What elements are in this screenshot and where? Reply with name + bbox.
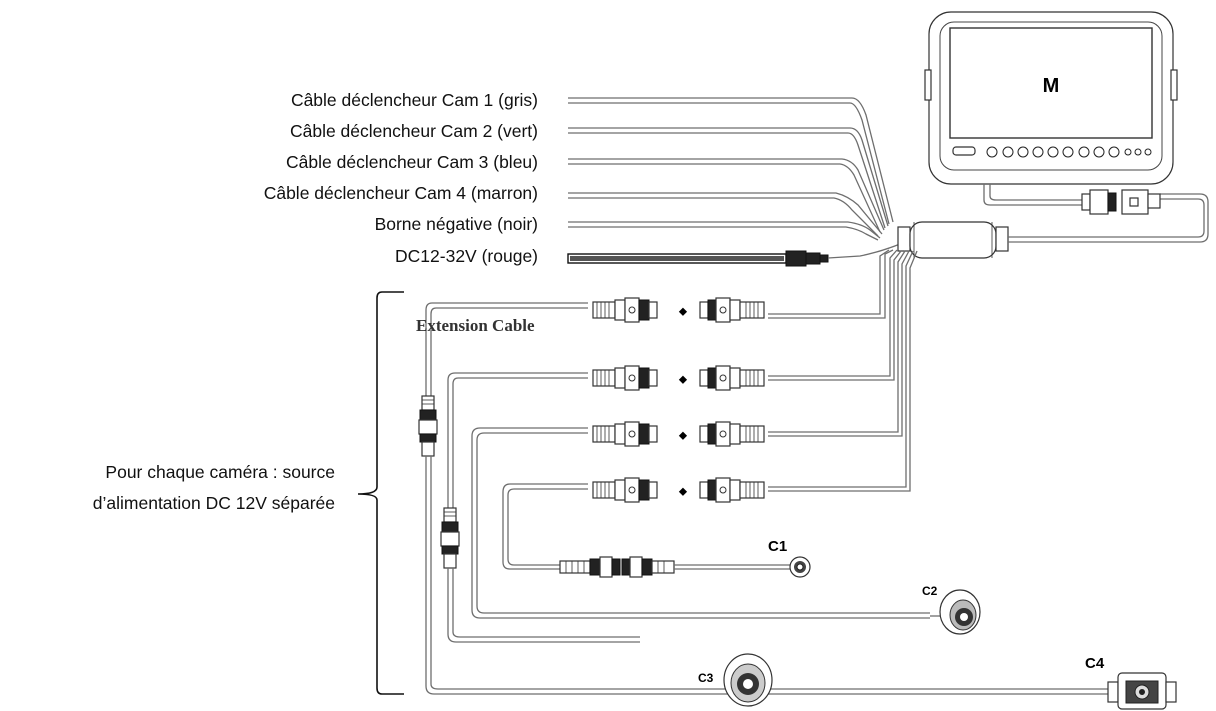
monitor-buttons (986, 146, 1152, 158)
label-trigger-cam3: Câble déclencheur Cam 3 (bleu) (286, 152, 538, 172)
c1-inline-connector (559, 556, 790, 578)
power-connectors (418, 395, 1112, 695)
camera-c1: C1 (768, 538, 811, 578)
camera-c4: C4 (1085, 655, 1177, 710)
monitor-label: M (1043, 75, 1060, 97)
svg-text:⬥: ⬥ (679, 304, 688, 318)
monitor: M (924, 11, 1178, 215)
connector-row-2: ⬥ (447, 365, 765, 508)
trigger-wires (568, 97, 894, 241)
connector-row-3: ⬥ (471, 421, 930, 619)
camera-c2: C2 (922, 584, 981, 635)
label-trigger-cam4: Câble déclencheur Cam 4 (marron) (264, 183, 538, 203)
label-negative: Borne négative (noir) (375, 214, 538, 234)
power-note: Pour chaque caméra : source d’alimentati… (93, 462, 335, 513)
connector-row-1: ⬥ (425, 297, 765, 396)
power-note-line2: d’alimentation DC 12V séparée (93, 493, 335, 513)
label-power: DC12-32V (rouge) (395, 246, 538, 266)
camera-c1-label: C1 (768, 538, 787, 555)
extension-cable-label: Extension Cable (416, 316, 535, 335)
branch-wires (768, 249, 918, 492)
svg-text:⬥: ⬥ (679, 428, 688, 442)
power-note-line1: Pour chaque caméra : source (105, 462, 335, 482)
trigger-labels: Câble déclencheur Cam 1 (gris) Câble déc… (264, 90, 538, 266)
bracket (357, 291, 404, 695)
label-trigger-cam2: Câble déclencheur Cam 2 (vert) (290, 121, 538, 141)
monitor-cable (1008, 198, 1205, 238)
camera-c4-label: C4 (1085, 655, 1105, 672)
connector-row-4: ⬥ (502, 477, 765, 570)
svg-text:⬥: ⬥ (679, 372, 688, 386)
svg-text:⬥: ⬥ (679, 484, 688, 498)
power-cable (567, 243, 901, 267)
camera-c3: C3 (698, 653, 773, 707)
junction-box (897, 221, 1009, 259)
camera-c2-label: C2 (922, 584, 938, 598)
camera-c3-label: C3 (698, 671, 714, 685)
extension-connectors: ⬥ ⬥ ⬥ ⬥ (425, 297, 930, 619)
label-trigger-cam1: Câble déclencheur Cam 1 (gris) (291, 90, 538, 110)
